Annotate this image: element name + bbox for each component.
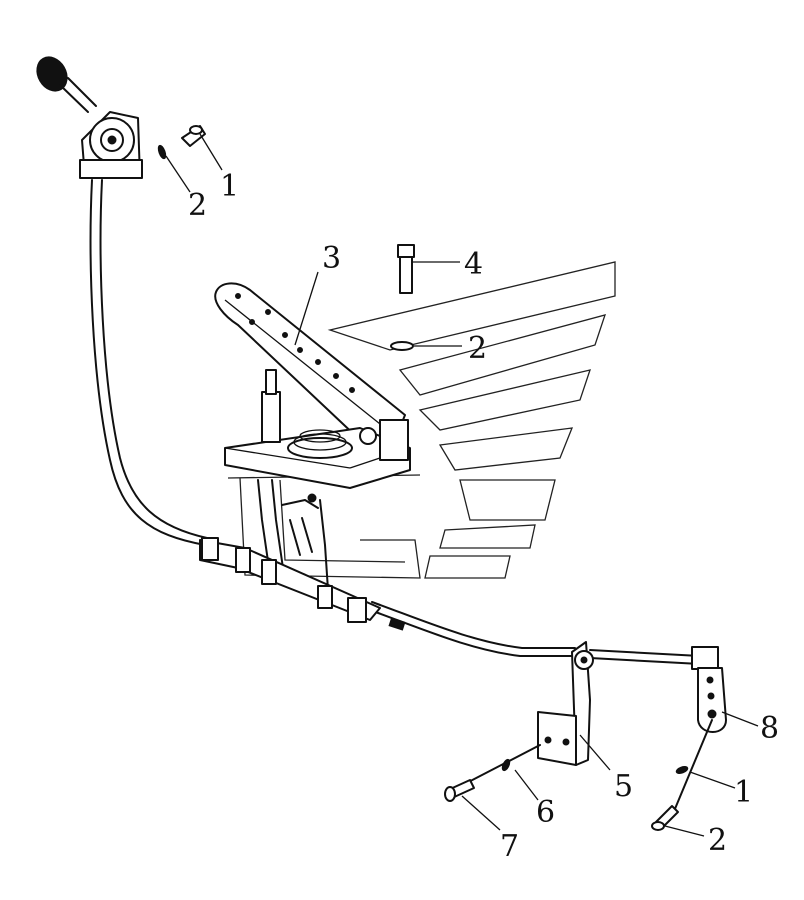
bracket-part-5 (537, 641, 594, 766)
pedal-part-3 (214, 282, 411, 591)
callout-4: 4 (464, 247, 483, 282)
pin-part-7 (444, 779, 475, 802)
callout-2-lower: 2 (708, 823, 727, 858)
washer-part-1-lower (675, 766, 689, 774)
pin-part-2-lower (651, 805, 679, 831)
bolt-part-4 (397, 244, 415, 294)
cable (89, 179, 701, 665)
leader-lines (165, 133, 759, 837)
handle-assembly (36, 56, 143, 179)
watermark-graphic (227, 261, 616, 579)
callout-3: 3 (322, 241, 341, 276)
callout-1-top: 1 (220, 169, 239, 204)
callout-1-lower: 1 (734, 775, 753, 810)
washer-part-2-mid (390, 341, 414, 351)
callout-labels: 1 2 3 4 2 8 5 1 6 7 2 (188, 169, 779, 864)
lever-arm-part-8 (671, 646, 727, 817)
callout-6: 6 (536, 795, 555, 830)
cable-adjuster (199, 537, 406, 631)
washer-part-2-top (157, 144, 167, 160)
callout-7: 7 (500, 829, 519, 864)
callout-5: 5 (614, 769, 633, 804)
callout-2-mid: 2 (468, 331, 487, 366)
callout-2-top: 2 (188, 188, 207, 223)
callout-8: 8 (760, 711, 779, 746)
pin-part-1-top (181, 125, 206, 147)
